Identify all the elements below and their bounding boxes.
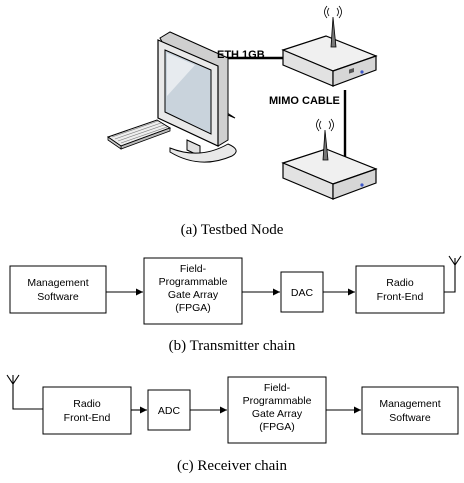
rx-fpga-line1: Field-	[264, 382, 291, 394]
caption-receiver-chain: (c) Receiver chain	[177, 458, 287, 474]
tx-fpga-line4: (FPGA)	[175, 302, 211, 314]
radio-unit-top-icon	[281, 5, 378, 87]
tx-radio-line2: Front-End	[377, 291, 424, 303]
dac-label: DAC	[291, 287, 314, 299]
tx-fpga-line3: Gate Array	[168, 289, 219, 301]
keyboard-icon	[106, 119, 172, 150]
radio-unit-bottom-icon	[281, 118, 378, 200]
tx-management-line2: Software	[37, 291, 79, 303]
adc-label: ADC	[158, 405, 181, 417]
tx-fpga-line2: Programmable	[159, 276, 228, 288]
mimo-cable-label: MIMO CABLE	[269, 95, 340, 107]
tx-management-line1: Management	[27, 277, 88, 289]
rx-radio-line2: Front-End	[64, 412, 111, 424]
tx-radio-line1: Radio	[386, 277, 414, 289]
testbed-node-illustration: ETH 1GB MIMO CABLE	[106, 5, 378, 200]
rx-fpga-line2: Programmable	[243, 395, 312, 407]
computer-monitor-icon	[157, 31, 237, 163]
rx-fpga-block	[227, 376, 327, 444]
tx-radio-front-end-block	[355, 265, 445, 314]
rx-fpga-line4: (FPGA)	[259, 421, 295, 433]
rx-radio-front-end-block	[42, 386, 132, 435]
rx-antenna-icon	[6, 374, 43, 410]
tx-fpga-line1: Field-	[180, 263, 207, 275]
receiver-chain: Radio Front-End ADC Field- Programmable …	[6, 374, 459, 444]
rx-management-software-block	[361, 386, 459, 435]
tx-management-software-block	[9, 265, 107, 314]
rx-management-line2: Software	[389, 412, 431, 424]
caption-testbed-node: (a) Testbed Node	[181, 222, 284, 238]
transmitter-chain: Management Software Field- Programmable …	[9, 255, 462, 325]
adc-block	[147, 389, 191, 431]
rx-radio-line1: Radio	[73, 398, 101, 410]
rx-management-line1: Management	[379, 398, 440, 410]
caption-transmitter-chain: (b) Transmitter chain	[169, 338, 296, 354]
dac-block	[280, 271, 324, 313]
tx-antenna-icon	[444, 255, 462, 293]
rx-fpga-line3: Gate Array	[252, 408, 303, 420]
tx-fpga-block	[143, 257, 243, 325]
ethernet-label: ETH 1GB	[217, 49, 265, 61]
